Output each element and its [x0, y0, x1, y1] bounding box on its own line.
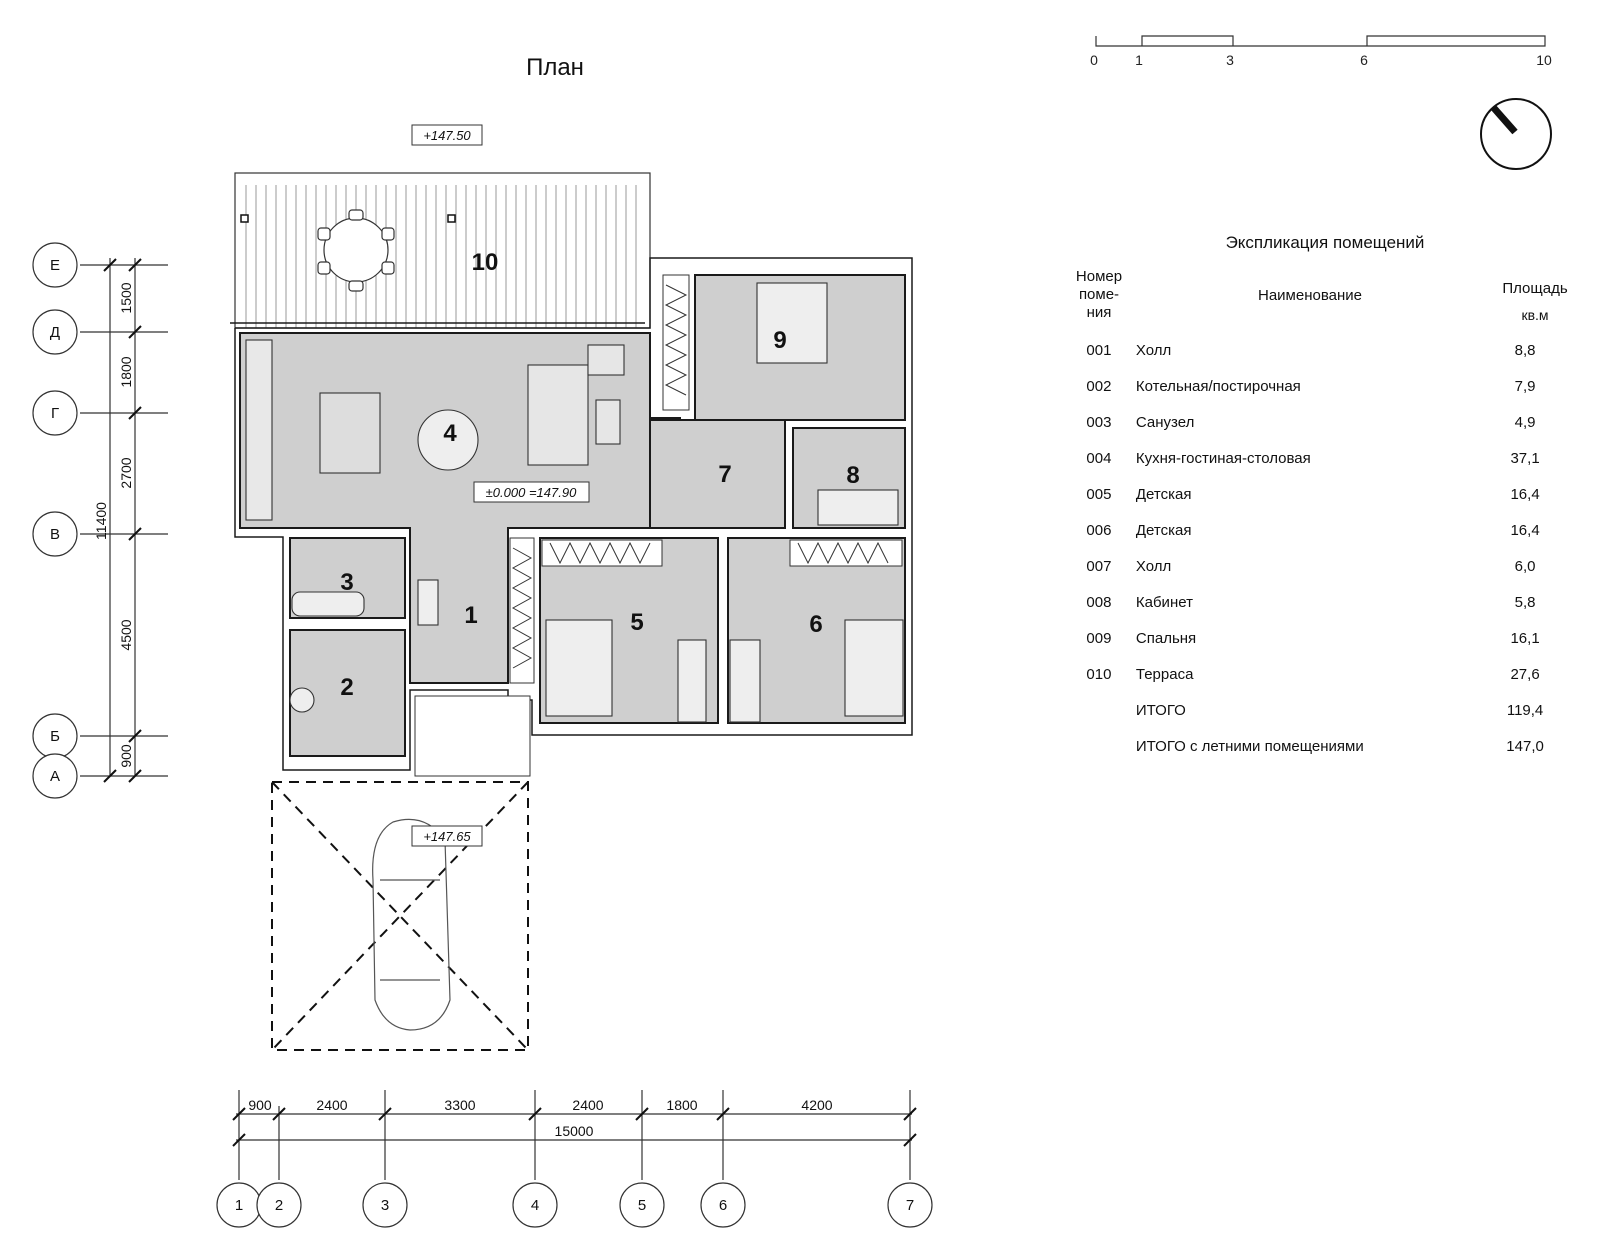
dim-horizontal: 4200 [801, 1097, 832, 1113]
north-arrow-icon [1480, 98, 1552, 170]
elevation-terrace: +147.50 [423, 128, 471, 143]
dim-vertical: 1800 [118, 356, 134, 387]
elevation-carport: +147.65 [423, 829, 471, 844]
room-number-9: 9 [773, 327, 786, 354]
axis-label-letter: Г [51, 405, 59, 422]
axis-label-letter: Б [50, 728, 60, 745]
dim-vertical: 1500 [118, 282, 134, 313]
room-hall [649, 419, 786, 529]
room-number-2: 2 [340, 674, 353, 701]
axis-label-number: 7 [906, 1197, 914, 1214]
scale-bar [1095, 35, 1546, 47]
room-number-8: 8 [846, 462, 859, 489]
header-room-area: Площадь кв.м [1502, 280, 1568, 323]
scale-bar-labels: 0 1 3 6 10 [1090, 52, 1552, 68]
number-axis-labels: 1 2 3 4 5 6 7 [235, 1197, 914, 1214]
dim-vertical: 900 [118, 744, 134, 768]
dim-vertical: 2700 [118, 457, 134, 488]
dim-horizontal-total: 15000 [555, 1123, 594, 1139]
scale-tick-label: 6 [1360, 52, 1368, 68]
axis-label-letter: Е [50, 257, 60, 274]
horizontal-dimension-chain [236, 1090, 912, 1180]
dim-horizontal: 2400 [572, 1097, 603, 1113]
horizontal-dimension-labels: 900 2400 3300 2400 1800 4200 15000 [248, 1097, 832, 1139]
axis-label-number: 5 [638, 1197, 646, 1214]
header-room-name: Наименование [1258, 287, 1362, 304]
axis-label-number: 6 [719, 1197, 727, 1214]
scale-tick-label: 1 [1135, 52, 1143, 68]
room-number-4: 4 [443, 420, 457, 447]
header-room-number: Номер поме- ния [1075, 268, 1123, 321]
dim-vertical: 4500 [118, 619, 134, 650]
vertical-dimension-chain [80, 258, 168, 777]
car-icon [372, 818, 451, 1031]
elevation-floor: ±0.000 =147.90 [486, 485, 577, 500]
room-number-5: 5 [630, 609, 643, 636]
plan-title: План [526, 54, 584, 81]
elevation-marks: +147.50 ±0.000 =147.90 +147.65 [411, 124, 590, 847]
vertical-dimension-ticks [103, 258, 142, 783]
scale-tick-label: 10 [1536, 52, 1552, 68]
dim-horizontal: 1800 [666, 1097, 697, 1113]
room-number-labels: 1 2 3 4 5 6 7 8 9 10 [340, 249, 859, 701]
terrace [234, 172, 651, 329]
axis-label-number: 3 [381, 1197, 389, 1214]
axis-label-letter: В [50, 526, 60, 543]
axis-label-number: 2 [275, 1197, 283, 1214]
letter-axis-labels: Е Д Г В Б А [50, 257, 60, 785]
vertical-dimension-labels: 1500 1800 2700 4500 900 11400 [93, 282, 134, 767]
dim-horizontal: 3300 [444, 1097, 475, 1113]
axis-label-number: 4 [531, 1197, 539, 1214]
scale-tick-label: 3 [1226, 52, 1234, 68]
axis-label-number: 1 [235, 1197, 243, 1214]
porch [414, 695, 531, 777]
dim-horizontal: 900 [248, 1097, 272, 1113]
scale-tick-label: 0 [1090, 52, 1098, 68]
room-number-1: 1 [464, 602, 477, 629]
number-axes [216, 1182, 933, 1228]
axis-label-letter: Д [50, 324, 60, 341]
letter-axes [32, 242, 78, 799]
furniture [245, 282, 904, 723]
explication-title: Экспликация помещений [1225, 233, 1425, 252]
room-number-10: 10 [472, 249, 499, 276]
dim-horizontal: 2400 [316, 1097, 347, 1113]
room-number-6: 6 [809, 611, 822, 638]
room-number-3: 3 [340, 569, 353, 596]
dim-vertical-total: 11400 [93, 502, 109, 540]
room-number-7: 7 [718, 461, 731, 488]
axis-label-letter: А [50, 768, 60, 785]
terrace-table-icon [317, 209, 395, 292]
carport [271, 781, 529, 1051]
horizontal-dimension-ticks [232, 1107, 917, 1147]
